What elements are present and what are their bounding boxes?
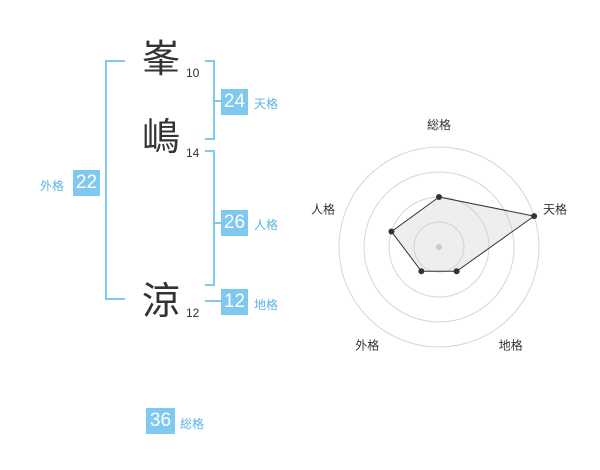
jinkaku-label: 人格 — [254, 218, 279, 232]
radar-axis-label-5: 人格 — [311, 201, 335, 216]
jinkaku-value: 26 — [221, 210, 248, 236]
tenkaku-bracket-top — [205, 60, 215, 62]
gaikaku-bracket-top — [105, 60, 125, 62]
radar-axis-label-4: 外格 — [355, 338, 379, 353]
tenkaku-bracket-bottom — [205, 138, 215, 140]
name-char-2: 嶋 — [142, 115, 181, 159]
tenkaku-label: 天格 — [254, 97, 279, 111]
radar-chart: 総格天格地格 外格 人格 — [300, 110, 590, 360]
radar-point-1 — [436, 194, 442, 200]
radar-axis-label-2: 天格 — [543, 201, 567, 216]
soukaku-value: 36 — [146, 408, 175, 434]
radar-point-4 — [418, 268, 425, 275]
name-char-1-strokes: 10 — [186, 66, 200, 80]
jinkaku-bracket-bottom — [205, 284, 215, 286]
radar-axis-label-1: 総格 — [427, 117, 451, 132]
radar-axis-label-3: 地格 — [499, 338, 523, 353]
tenkaku-value: 24 — [221, 89, 248, 115]
name-char-1: 峯 — [142, 37, 181, 81]
tenkaku-bracket-tick — [213, 100, 221, 102]
gaikaku-bracket-bottom — [105, 298, 125, 300]
radar-point-5 — [388, 228, 395, 235]
jinkaku-bracket-tick — [213, 222, 221, 224]
radar-point-2 — [531, 213, 538, 220]
chikaku-value: 12 — [221, 289, 248, 315]
radar-center-dot — [436, 244, 442, 250]
gaikaku-value: 22 — [73, 170, 100, 196]
radar-ring — [338, 146, 540, 348]
name-char-3: 涼 — [142, 279, 181, 323]
jinkaku-bracket-vertical — [213, 150, 215, 286]
radar-ring — [413, 221, 465, 273]
radar-series-polygon — [390, 196, 536, 272]
radar-ring — [363, 171, 515, 323]
name-char-3-strokes: 12 — [186, 306, 200, 320]
chikaku-bracket-tick — [205, 300, 221, 302]
soukaku-label: 総格 — [180, 417, 205, 431]
gaikaku-label: 外格 — [40, 179, 65, 193]
gaikaku-bracket-vertical — [105, 60, 107, 300]
jinkaku-bracket-top — [205, 150, 215, 152]
radar-point-3 — [453, 268, 460, 275]
name-char-2-strokes: 14 — [186, 146, 200, 160]
chikaku-label: 地格 — [254, 298, 279, 312]
